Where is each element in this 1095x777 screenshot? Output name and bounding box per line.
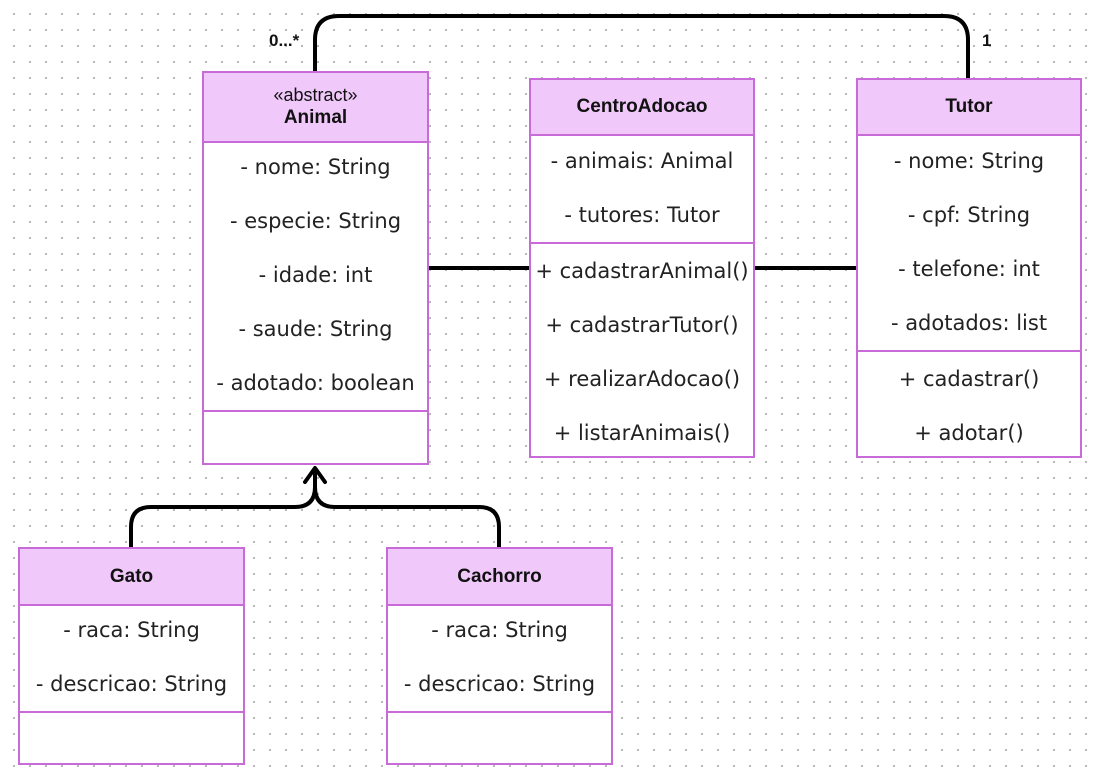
attribute: - saude: String — [238, 317, 393, 341]
methods-divider — [388, 711, 611, 713]
attribute: - tutores: Tutor — [564, 203, 720, 227]
attribute: - descricao: String — [35, 672, 228, 696]
method: + cadastrarTutor() — [545, 313, 739, 337]
attribute: - nome: String — [240, 155, 391, 179]
methods-divider — [20, 711, 243, 713]
class-centro-adocao-header: CentroAdocao — [531, 80, 753, 136]
class-name: Animal — [283, 107, 348, 128]
class-name: Cachorro — [457, 565, 542, 587]
methods-divider — [204, 410, 427, 412]
class-name: Gato — [109, 565, 154, 587]
attribute: - adotados: list — [890, 311, 1048, 335]
attribute: - nome: String — [893, 149, 1045, 173]
class-name: Tutor — [945, 96, 993, 117]
method: + adotar() — [914, 421, 1024, 445]
attribute: - animais: Animal — [550, 149, 734, 173]
attribute: - adotado: boolean — [216, 371, 415, 395]
method: + listarAnimais() — [553, 421, 731, 445]
class-animal[interactable]: «abstract» Animal - nome: String - espec… — [202, 71, 429, 465]
gato-inheritance-edge — [129, 471, 317, 549]
attribute: - cpf: String — [907, 203, 1031, 227]
animal-tutor-association — [313, 14, 970, 79]
attribute: - raca: String — [63, 618, 200, 642]
cachorro-inheritance-edge — [313, 486, 501, 549]
methods-divider — [531, 242, 753, 244]
attribute: - idade: int — [258, 263, 373, 287]
multiplicity-tutor: 1 — [982, 31, 992, 50]
inheritance-arrowhead — [303, 466, 327, 484]
attribute: - descricao: String — [403, 672, 596, 696]
method: + realizarAdocao() — [543, 367, 741, 391]
attribute: - especie: String — [229, 209, 402, 233]
class-animal-header: «abstract» Animal — [204, 73, 427, 143]
class-gato-header: Gato — [20, 549, 243, 606]
method: + cadastrar() — [898, 367, 1040, 391]
attribute: - raca: String — [431, 618, 568, 642]
method: + cadastrarAnimal() — [535, 259, 749, 283]
attribute: - telefone: int — [898, 257, 1040, 281]
stereotype-label: «abstract» — [273, 85, 358, 105]
class-cachorro[interactable]: Cachorro - raca: String - descricao: Str… — [386, 547, 613, 765]
class-cachorro-header: Cachorro — [388, 549, 611, 606]
class-tutor[interactable]: Tutor - nome: String - cpf: String - tel… — [856, 78, 1082, 458]
class-tutor-header: Tutor — [858, 80, 1080, 136]
class-name: CentroAdocao — [576, 96, 708, 117]
class-gato[interactable]: Gato - raca: String - descricao: String — [18, 547, 245, 765]
methods-divider — [858, 350, 1080, 352]
class-centro-adocao[interactable]: CentroAdocao - animais: Animal - tutores… — [529, 78, 755, 458]
multiplicity-animal: 0...* — [269, 31, 300, 50]
